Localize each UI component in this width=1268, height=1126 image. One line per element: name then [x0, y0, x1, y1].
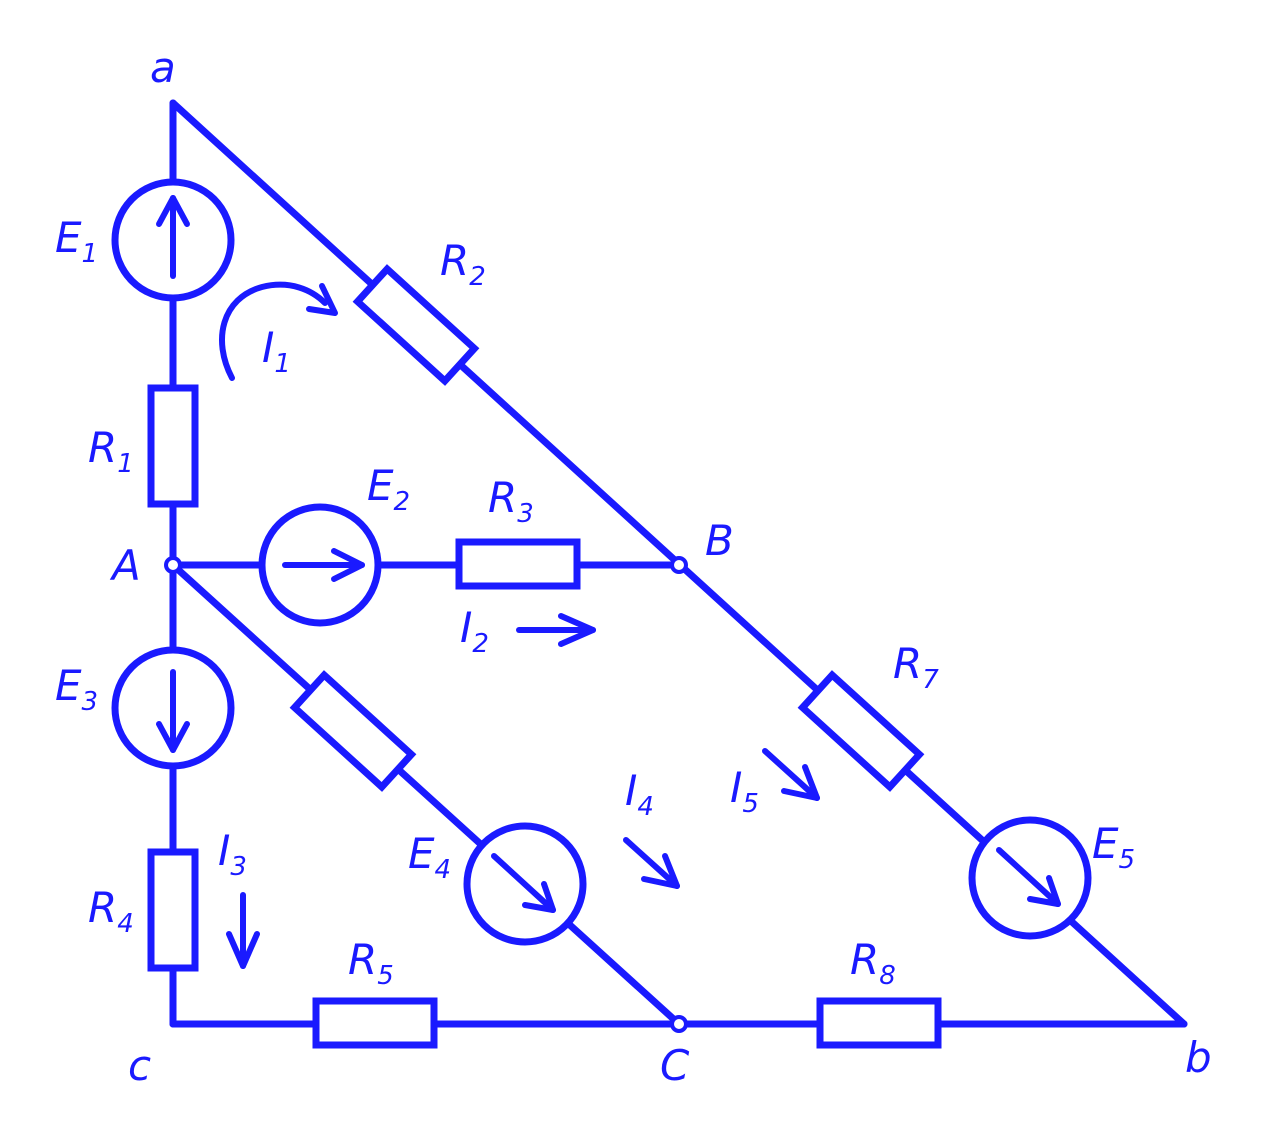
resistor-R4 [147, 848, 199, 972]
node-label-a: a [150, 43, 176, 92]
wire-A-C [169, 561, 683, 1028]
junction-C [670, 1015, 688, 1033]
junction-B [670, 556, 688, 574]
resistor-R2 [352, 264, 480, 386]
resistor-R6 [289, 670, 417, 792]
resistor-R3 [455, 538, 581, 590]
node-label-b: b [1185, 1033, 1212, 1082]
source-E4 [463, 822, 587, 946]
source-E5 [968, 816, 1092, 940]
sources [111, 178, 1092, 946]
resistors [147, 264, 942, 1049]
label-E2: E2 [367, 461, 410, 517]
label-E4: E4 [408, 829, 451, 885]
resistor-R8 [816, 997, 942, 1049]
node-label-A: A [109, 541, 141, 590]
labels: a A B C b c R1 R2 R3 R4 R5 R7 R8 E1 E2 E… [55, 43, 1212, 1090]
label-I5: I5 [730, 763, 759, 819]
label-R4: R4 [88, 883, 134, 939]
resistor-R5 [312, 997, 438, 1049]
label-E3: E3 [55, 661, 98, 717]
junction-A [164, 556, 182, 574]
source-E3 [111, 646, 235, 770]
label-R8: R8 [850, 935, 896, 991]
label-I3: I3 [218, 826, 247, 882]
node-label-c: c [128, 1041, 151, 1090]
label-R2: R2 [440, 236, 486, 292]
current-arrow-I3 [226, 892, 260, 969]
label-R5: R5 [348, 935, 394, 991]
label-E1: E1 [55, 213, 98, 269]
source-E1 [111, 178, 235, 302]
node-label-C: C [660, 1041, 690, 1090]
junctions [164, 556, 688, 1033]
node-label-B: B [705, 516, 734, 565]
current-arrow-I2 [516, 613, 596, 647]
label-I4: I4 [625, 766, 654, 822]
label-R1: R1 [88, 423, 134, 479]
label-E5: E5 [1092, 819, 1135, 875]
source-E2 [258, 503, 382, 627]
current-arrows [219, 281, 820, 969]
label-I1: I1 [262, 323, 291, 379]
current-arrow-I5 [762, 748, 820, 801]
label-R3: R3 [488, 473, 534, 529]
current-arrow-I4 [623, 837, 680, 889]
label-I2: I2 [460, 603, 489, 659]
current-arrow-I1 [219, 281, 338, 381]
label-R7: R7 [893, 639, 939, 695]
resistor-R7 [797, 670, 925, 792]
resistor-R1 [147, 384, 199, 508]
